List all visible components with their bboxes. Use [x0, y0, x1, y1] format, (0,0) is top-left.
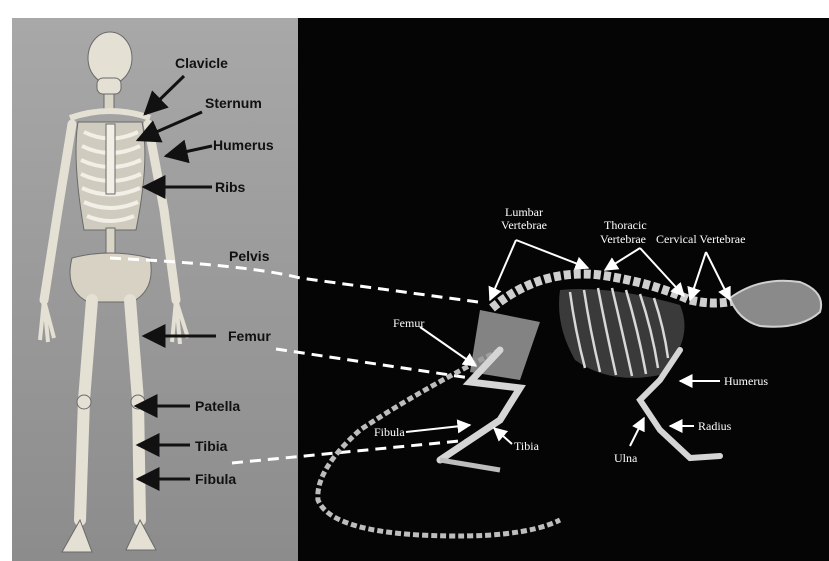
label-lumbar-line2: Vertebrae [501, 218, 547, 232]
label-radius-rat: Radius [698, 419, 732, 433]
label-fibula: Fibula [195, 471, 236, 487]
label-patella: Patella [195, 398, 240, 414]
label-fibula-rat: Fibula [374, 425, 405, 439]
label-clavicle: Clavicle [175, 55, 228, 71]
label-thoracic-line2: Vertebrae [600, 232, 646, 246]
label-pelvis: Pelvis [229, 248, 270, 264]
label-ulna-rat: Ulna [614, 451, 638, 465]
label-femur-rat: Femur [393, 316, 424, 330]
label-humerus-rat: Humerus [724, 374, 768, 388]
label-thoracic-line1: Thoracic [604, 218, 647, 232]
label-lumbar-line1: Lumbar [505, 205, 543, 219]
label-femur: Femur [228, 328, 271, 344]
label-humerus: Humerus [213, 137, 274, 153]
label-tibia-rat: Tibia [514, 439, 540, 453]
label-sternum: Sternum [205, 95, 262, 111]
label-cervical: Cervical Vertebrae [656, 232, 745, 246]
label-tibia: Tibia [195, 438, 228, 454]
label-ribs: Ribs [215, 179, 246, 195]
